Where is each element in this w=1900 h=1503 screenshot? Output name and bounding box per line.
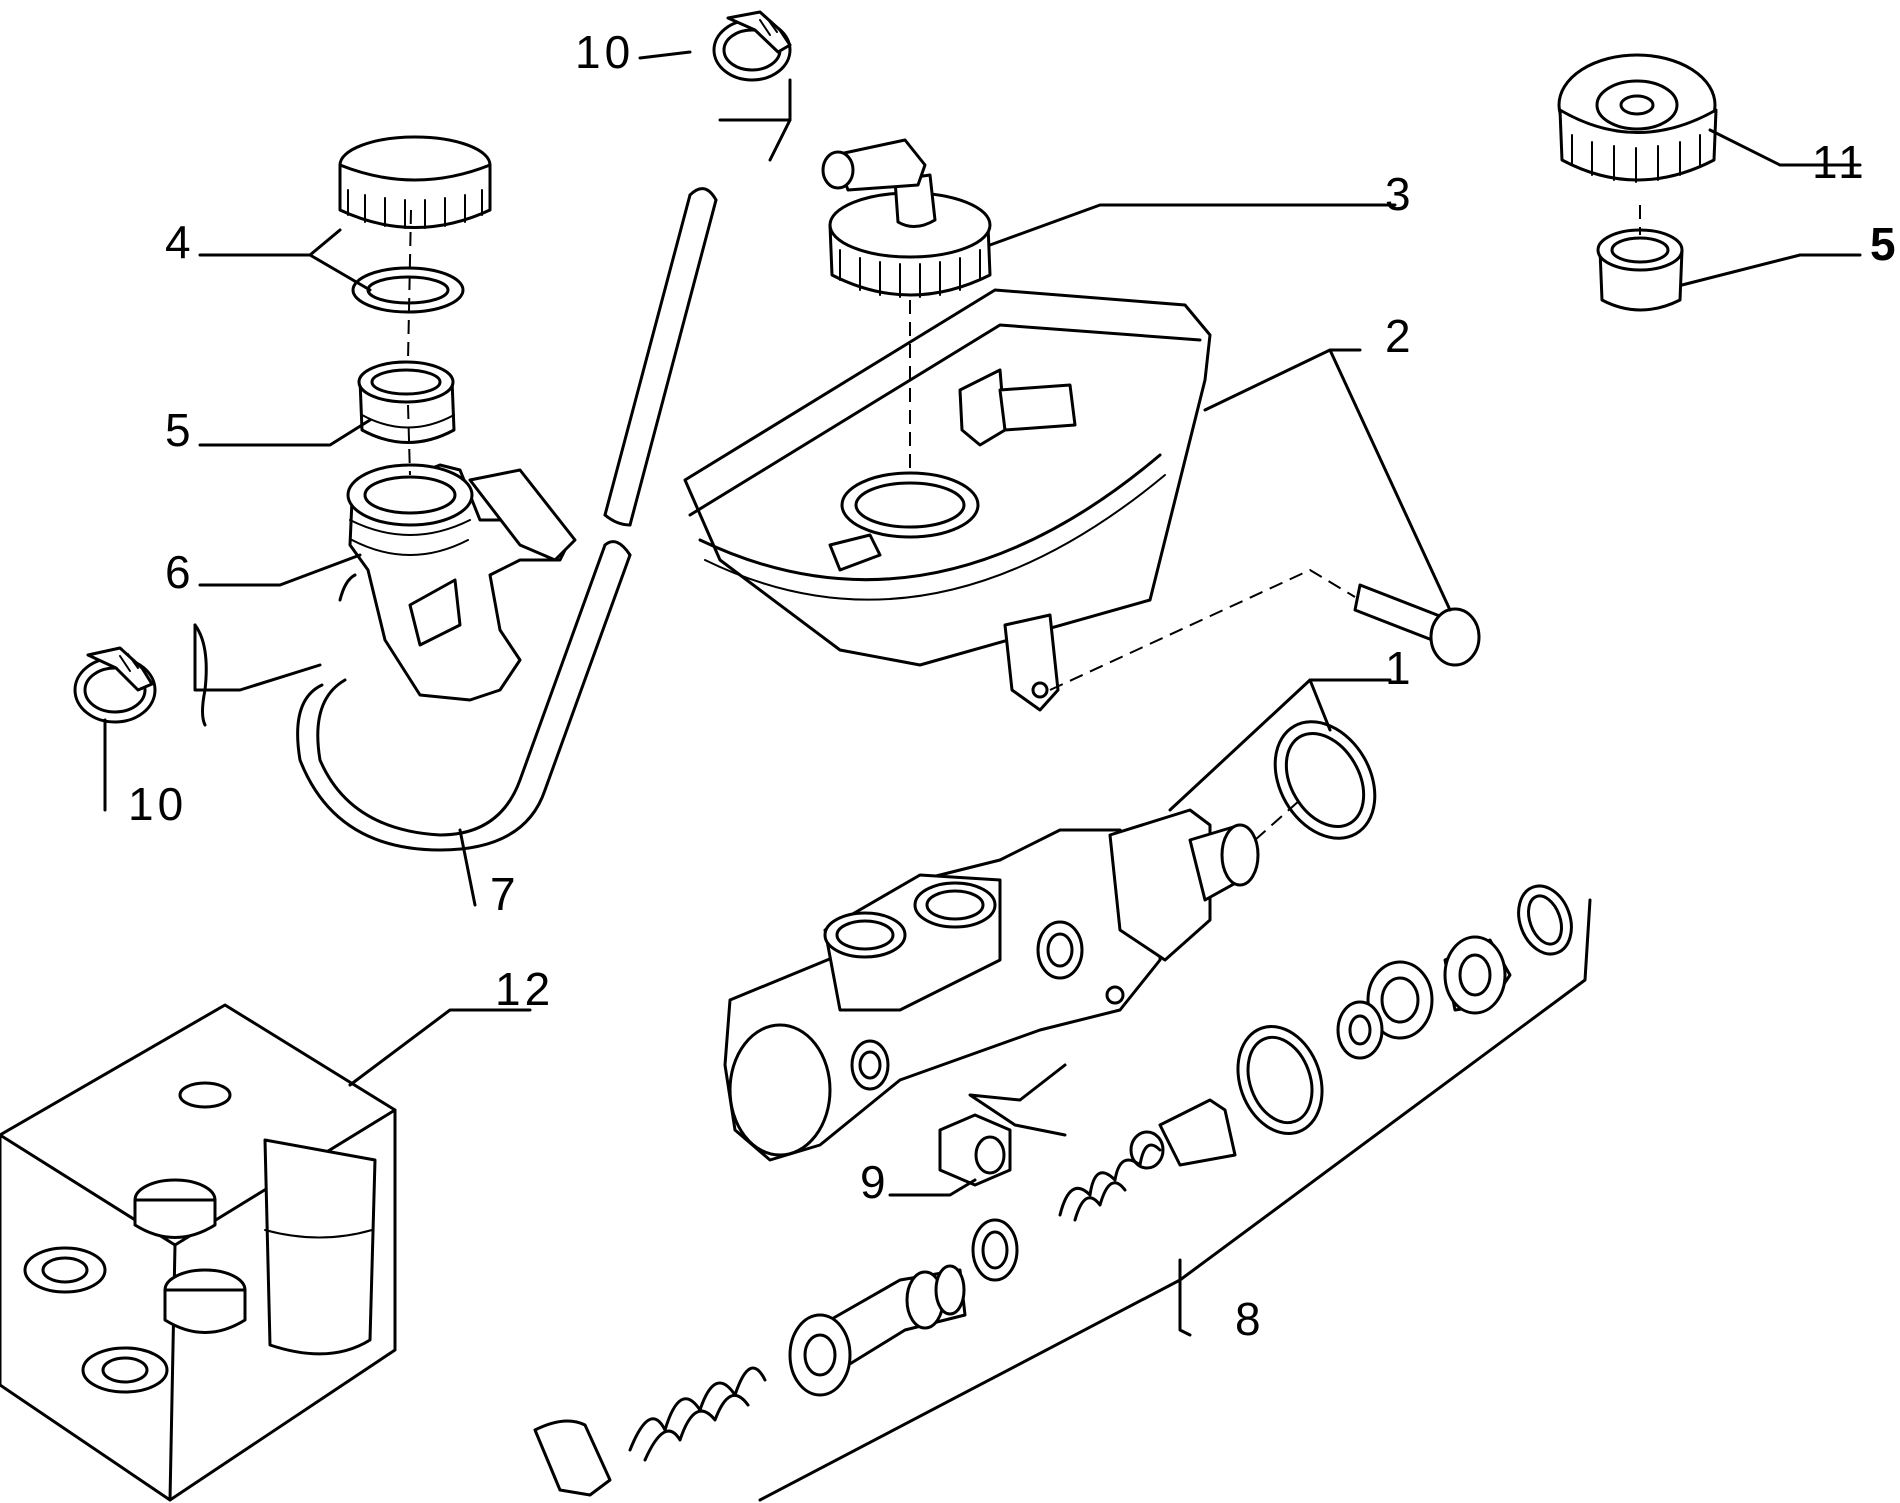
reservoir-tank-part-2 [683, 288, 1212, 712]
o-ring-part-1 [1273, 720, 1377, 840]
label-part-7: 7 [490, 868, 520, 920]
label-part-4: 4 [165, 216, 195, 268]
reservoir-pin [1353, 583, 1481, 667]
bushing-part-5-right [1596, 228, 1684, 312]
filler-neck-part-6 [338, 463, 577, 702]
label-part-10-left: 10 [128, 778, 187, 830]
piston-kit-part-8 [533, 884, 1573, 1497]
callout-labels: 10 11 3 4 5 2 5 6 1 10 7 12 9 8 [128, 26, 1896, 1345]
label-part-5-left: 5 [165, 404, 195, 456]
hose-clamp-part-10-top [712, 10, 792, 82]
label-part-3: 3 [1385, 168, 1415, 220]
label-part-5-right: 5 [1870, 218, 1896, 270]
reservoir-cap-part-3 [821, 138, 992, 298]
label-part-6: 6 [165, 546, 195, 598]
label-part-8: 8 [1235, 1293, 1265, 1345]
label-part-10-top: 10 [575, 26, 634, 78]
cap-part-11 [1557, 53, 1718, 183]
nut-part-9 [938, 1113, 1012, 1187]
label-part-12: 12 [495, 963, 554, 1015]
label-part-1: 1 [1385, 642, 1415, 694]
label-part-2: 2 [1385, 310, 1415, 362]
master-cylinder-body [723, 808, 1260, 1162]
leader-lines [103, 50, 1862, 1502]
bushing-part-5-left [357, 360, 456, 444]
hose-clamp-part-10-left [73, 646, 157, 724]
hose-part-7 [296, 187, 718, 852]
cap-part-4 [338, 135, 492, 314]
repair-kit-box-part-12 [0, 1003, 397, 1502]
label-part-9: 9 [860, 1156, 890, 1208]
label-part-11: 11 [1812, 136, 1868, 188]
assembly-axis-lines [407, 205, 1641, 841]
